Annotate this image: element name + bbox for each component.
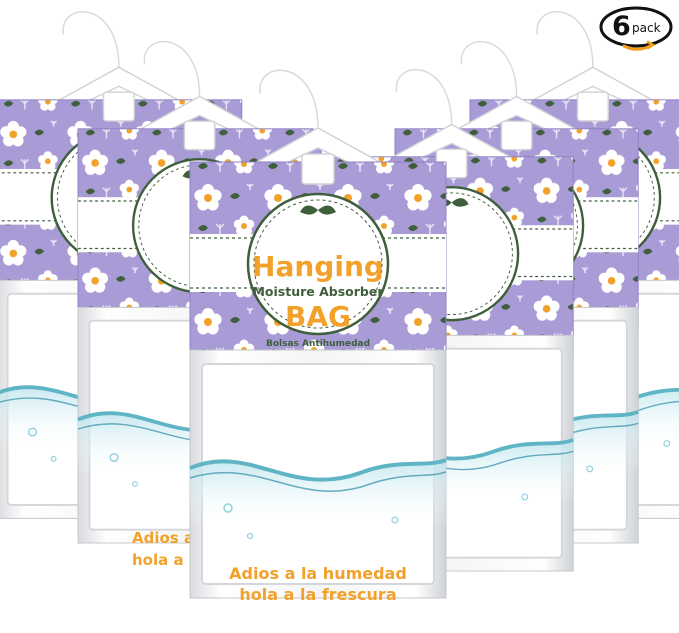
label-big: BAG bbox=[285, 300, 351, 333]
label-subtitle: Moisture Absorber bbox=[252, 284, 384, 299]
pack-word: pack bbox=[632, 21, 661, 35]
slogan-line2: hola a la frescura bbox=[239, 585, 396, 604]
badge-oval-icon bbox=[599, 6, 673, 51]
pack-count: 6 bbox=[612, 11, 631, 42]
slogan-line1: Adios a la humedad bbox=[229, 564, 407, 583]
label-arc: Bolsas Antihumedad bbox=[266, 339, 370, 349]
label-title: Hanging bbox=[252, 250, 384, 283]
pack-badge: 6 pack bbox=[598, 4, 674, 54]
